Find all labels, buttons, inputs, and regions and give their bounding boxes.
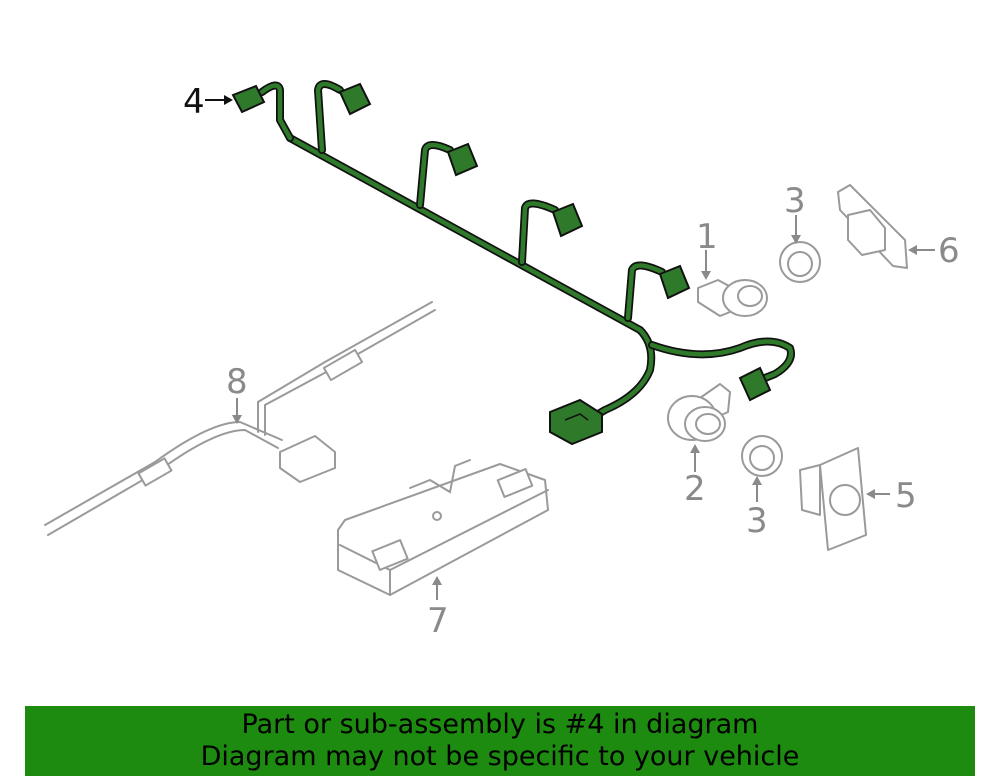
sensor-bracket-part-5[interactable] [799, 447, 867, 551]
control-module-part-7[interactable] [337, 459, 549, 596]
wiring-harness-part-4[interactable] [231, 80, 795, 446]
callout-2: 2 [684, 469, 706, 509]
connector-c [446, 142, 479, 177]
info-banner: Part or sub-assembly is #4 in diagram Di… [25, 706, 975, 776]
callout-3-bottom: 3 [746, 501, 768, 541]
callout-6: 6 [938, 231, 960, 271]
sensor-mount-part-6[interactable] [837, 184, 908, 269]
callout-7: 7 [427, 601, 449, 641]
connector-d [551, 202, 584, 238]
connector-f [738, 366, 772, 402]
antenna-cable-part-8[interactable] [44, 301, 436, 536]
callout-1: 1 [696, 217, 718, 257]
banner-line-2: Diagram may not be specific to your vehi… [200, 741, 800, 772]
callout-4: 4 [183, 82, 205, 122]
callout-5: 5 [895, 476, 917, 516]
sensor-ring-part-3-top[interactable] [779, 241, 821, 283]
connector-b [338, 82, 372, 116]
parking-sensor-part-1[interactable] [697, 279, 768, 317]
parking-sensor-part-2[interactable] [667, 383, 731, 442]
main-connector [549, 398, 603, 446]
sensor-ring-part-3-bottom[interactable] [741, 435, 783, 477]
callout-3-top: 3 [784, 181, 806, 221]
callout-8: 8 [226, 362, 248, 402]
callout-arrows [205, 95, 935, 600]
connector-e [658, 264, 691, 300]
connector-a [231, 84, 266, 114]
banner-line-1: Part or sub-assembly is #4 in diagram [241, 709, 759, 740]
